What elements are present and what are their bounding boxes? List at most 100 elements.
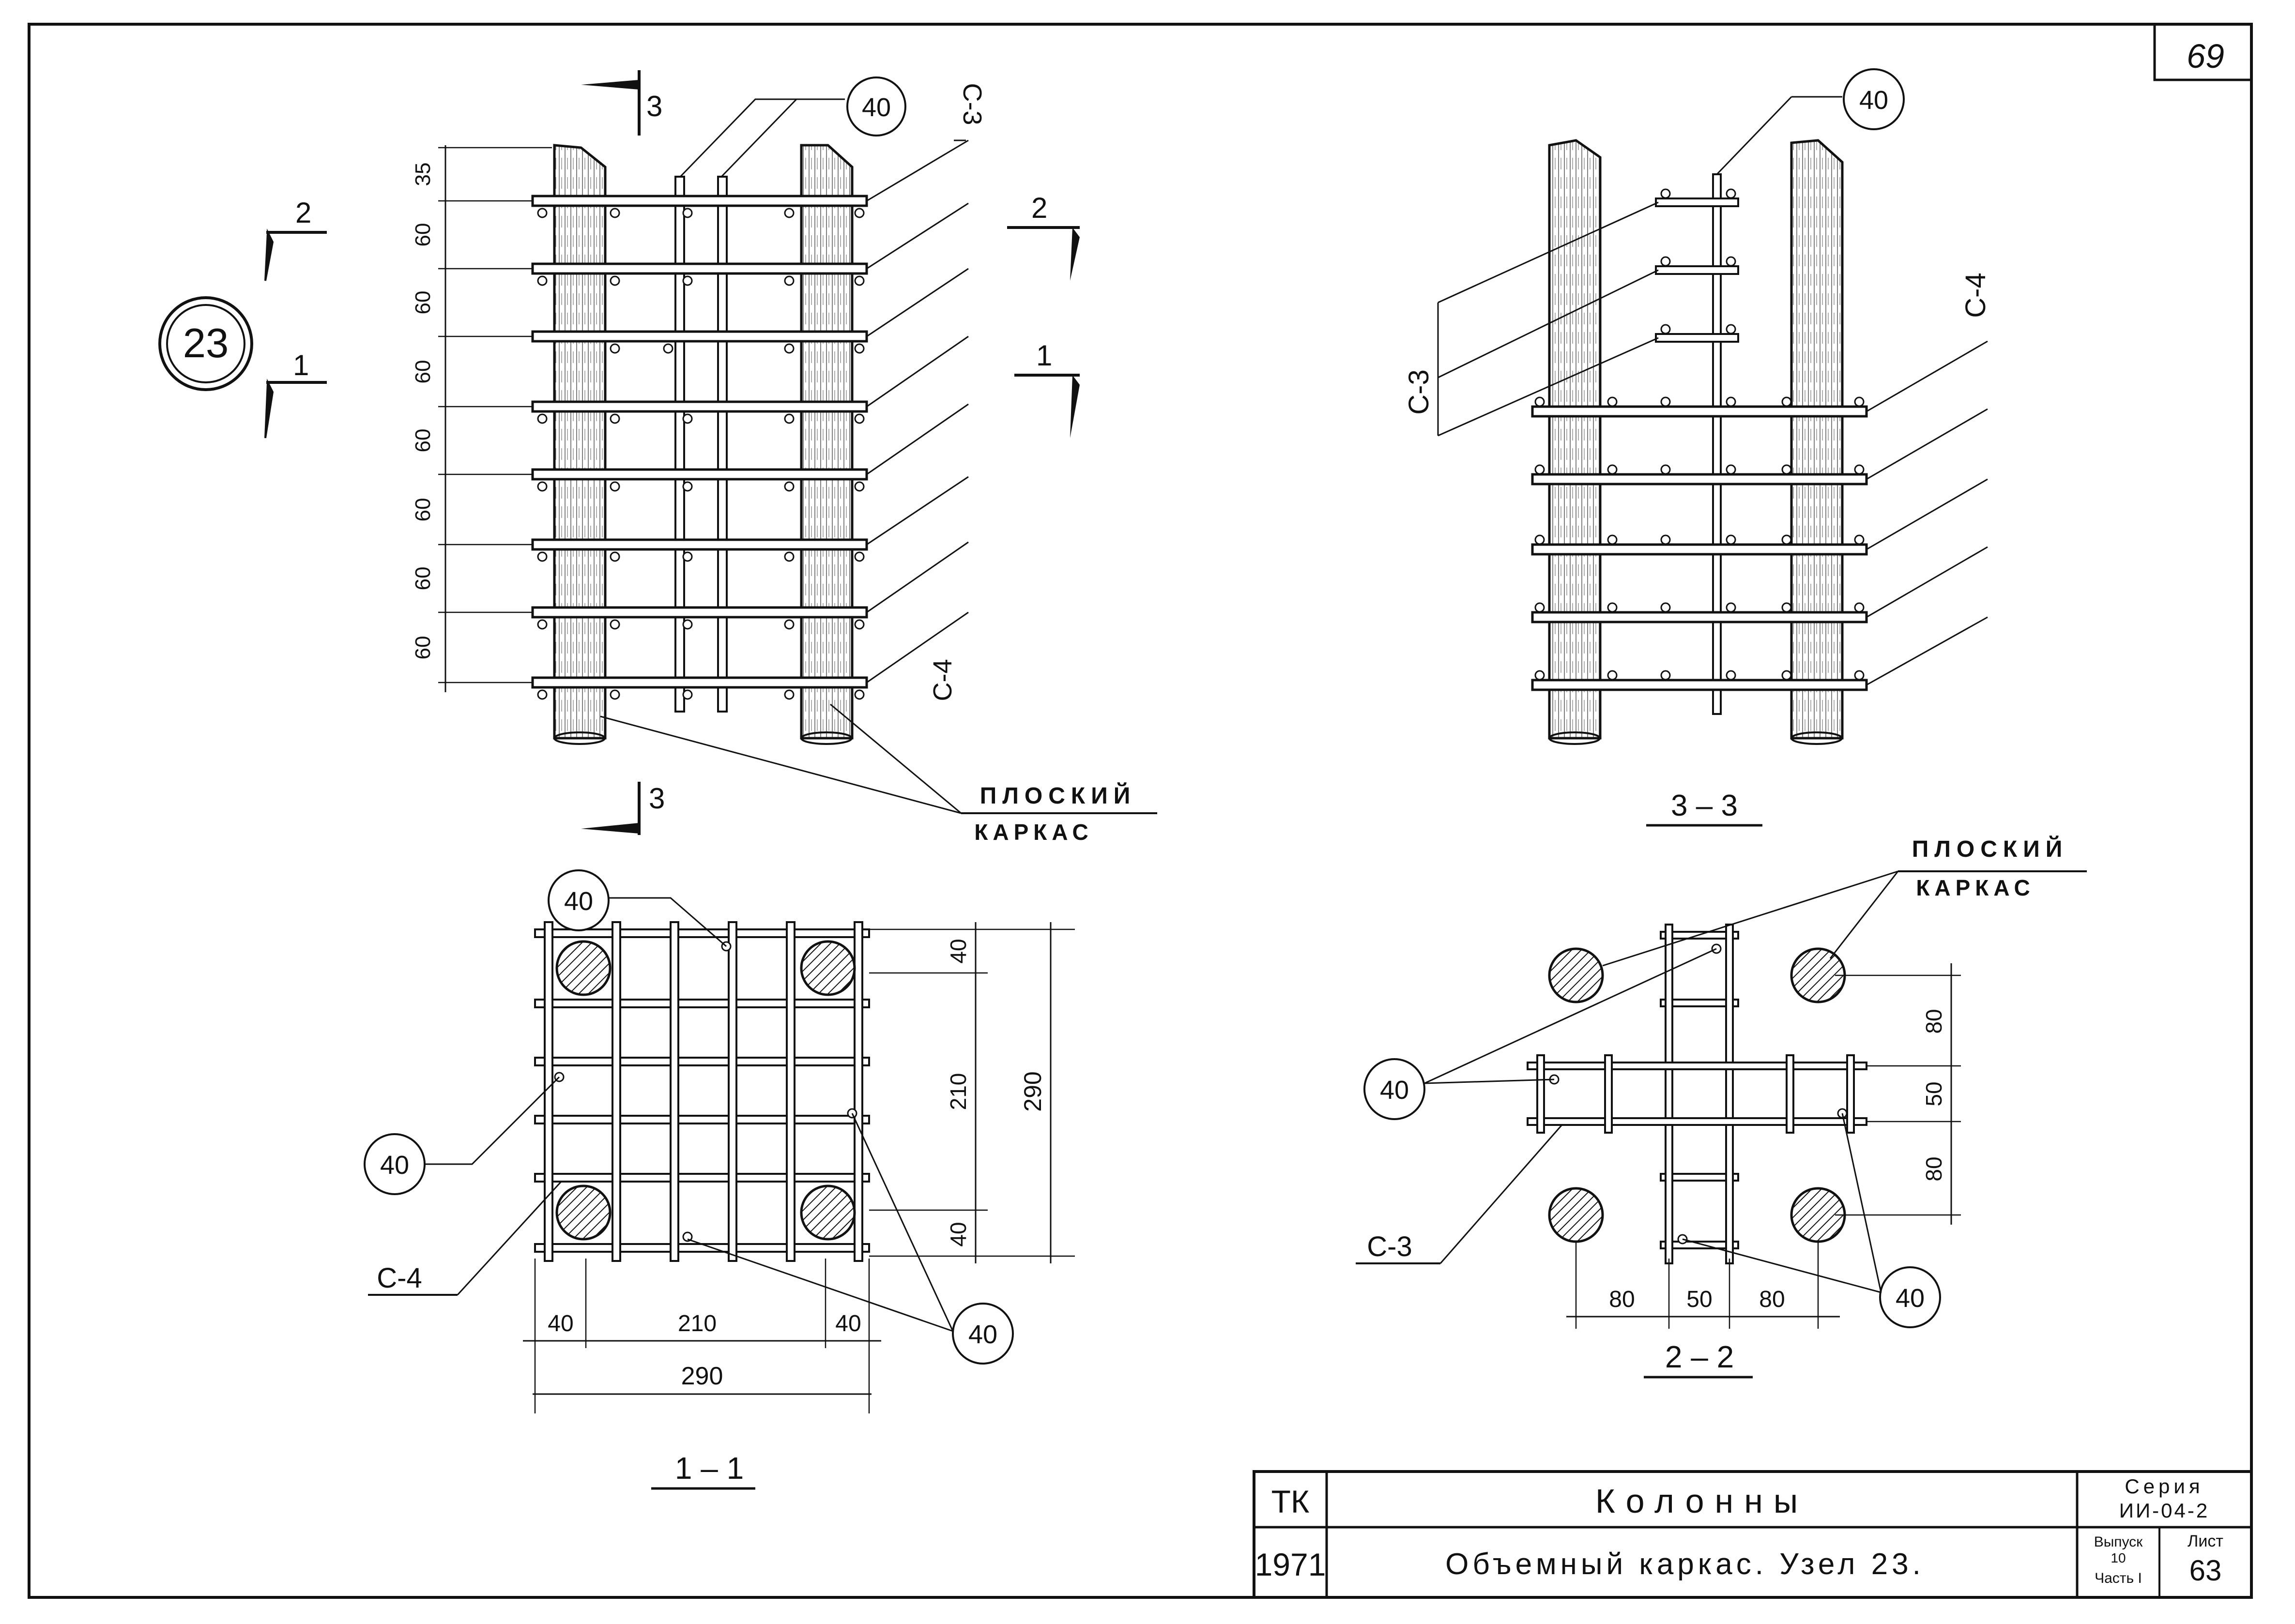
svg-text:80: 80 xyxy=(1921,1156,1946,1181)
svg-text:2: 2 xyxy=(1031,192,1047,224)
bar-tag-callout-3-3: 40 xyxy=(1716,68,1905,175)
bar-tag-callout-top-1-1: 40 xyxy=(548,869,727,947)
svg-text:80: 80 xyxy=(1759,1287,1785,1312)
sheet-value: 63 xyxy=(2189,1554,2222,1587)
svg-text:210: 210 xyxy=(678,1311,717,1336)
sheet-border xyxy=(28,23,2253,1599)
spacing-dimensions: 35 60 60 60 60 60 60 60 xyxy=(411,145,552,692)
svg-text:40: 40 xyxy=(946,939,971,963)
svg-text:40: 40 xyxy=(380,1151,409,1180)
svg-text:3 – 3: 3 – 3 xyxy=(1671,789,1738,822)
part-label: Часть I xyxy=(2095,1570,2142,1586)
mesh-label-bottom: С-4 xyxy=(928,659,957,701)
mesh-label-right-3-3: С-4 xyxy=(1960,273,1991,318)
series-value: ИИ-04-2 xyxy=(2119,1499,2209,1522)
flat-frame-label: ПЛОСКИЙ КАРКАС xyxy=(600,703,1157,845)
svg-text:50: 50 xyxy=(1686,1287,1712,1312)
section-3-3-title: 3 – 3 xyxy=(1646,789,1762,827)
svg-text:60: 60 xyxy=(411,291,435,315)
bar-tag-callout: 40 xyxy=(679,76,906,178)
svg-text:60: 60 xyxy=(411,636,435,660)
svg-text:ПЛОСКИЙ: ПЛОСКИЙ xyxy=(980,782,1136,809)
bar-tag-callout-right-2-2: 40 xyxy=(1682,1113,1941,1328)
short-bars-3-3 xyxy=(1655,197,1739,343)
bar-tag-callout-right-1-1: 40 xyxy=(687,1113,1014,1365)
center-bar-3-3 xyxy=(1712,173,1722,715)
section-mark-1-right: 1 xyxy=(1014,339,1080,438)
section-mark-1-left: 1 xyxy=(264,349,327,439)
svg-text:60: 60 xyxy=(411,429,435,453)
svg-text:С-3: С-3 xyxy=(1367,1231,1412,1262)
mesh-label-left-3-3: С-3 xyxy=(1403,369,1435,414)
side-dimensions-2-2: 80 50 80 xyxy=(1835,963,1961,1225)
hatched-columns-1-1 xyxy=(555,940,856,1241)
sheet-label: Лист xyxy=(2188,1532,2223,1550)
title-block-year: 1971 xyxy=(1255,1547,1326,1582)
vertical-frame-2-2 xyxy=(1660,924,1739,1264)
bottom-dimensions-1-1: 40 210 40 290 xyxy=(523,1259,881,1413)
svg-text:КАРКАС: КАРКАС xyxy=(1916,875,2035,900)
section-mark-3-top: 3 xyxy=(581,70,662,136)
elevation-view: 3 3 2 1 xyxy=(411,70,1157,845)
svg-text:35: 35 xyxy=(411,163,435,186)
svg-text:2 – 2: 2 – 2 xyxy=(1665,1339,1734,1374)
svg-text:40: 40 xyxy=(835,1311,861,1336)
middle-bar-right xyxy=(717,176,728,713)
svg-text:ПЛОСКИЙ: ПЛОСКИЙ xyxy=(1912,835,2068,862)
section-2-2: ПЛОСКИЙ КАРКАС 40 40 С-3 xyxy=(1356,835,2087,1379)
svg-text:60: 60 xyxy=(411,223,435,247)
column-left-3-3 xyxy=(1548,139,1602,745)
mesh-label-top: С-3 xyxy=(958,83,987,125)
svg-text:40: 40 xyxy=(1859,86,1888,115)
svg-text:1: 1 xyxy=(293,349,309,381)
corner-number-box: 69 xyxy=(2153,24,2251,81)
mesh-leaders: С-3 С-4 xyxy=(866,83,987,701)
bar-ends-3-3 xyxy=(1534,188,1865,681)
svg-text:290: 290 xyxy=(681,1362,723,1390)
section-3-3: 40 С-3 С-4 3 – 3 xyxy=(1403,68,1991,827)
bar-tag: 40 xyxy=(862,93,891,122)
svg-text:40: 40 xyxy=(1380,1076,1409,1105)
svg-text:С-4: С-4 xyxy=(377,1262,422,1294)
svg-text:60: 60 xyxy=(411,360,435,384)
grid-vertical-bars-1-1 xyxy=(544,921,863,1262)
node-number: 23 xyxy=(183,320,229,366)
corner-number: 69 xyxy=(2187,37,2224,75)
column-right xyxy=(800,144,854,745)
mesh-label-2-2: С-3 xyxy=(1356,1125,1562,1264)
title-block-code: ТК xyxy=(1271,1484,1310,1519)
svg-text:40: 40 xyxy=(1896,1284,1925,1313)
svg-text:1 – 1: 1 – 1 xyxy=(675,1451,744,1486)
section-mark-3-bottom: 3 xyxy=(581,782,665,835)
side-dimensions-1-1: 40 210 40 290 xyxy=(869,922,1075,1263)
svg-text:210: 210 xyxy=(946,1073,971,1110)
svg-text:80: 80 xyxy=(1921,1009,1946,1033)
node-marker: 23 xyxy=(158,296,253,391)
issue-label: Выпуск xyxy=(2094,1534,2143,1550)
bar-tag-callout-left-1-1: 40 xyxy=(364,1076,560,1195)
flat-frame-label-2-2: ПЛОСКИЙ КАРКАС xyxy=(1602,835,2087,967)
column-left xyxy=(553,144,607,745)
svg-text:2: 2 xyxy=(295,197,311,229)
svg-text:50: 50 xyxy=(1921,1081,1946,1106)
bar-ends xyxy=(537,208,865,700)
mesh-leaders-3-3: С-3 С-4 xyxy=(1403,201,1991,686)
svg-text:1: 1 xyxy=(1036,339,1052,372)
hatched-columns-2-2 xyxy=(1548,947,1846,1243)
svg-text:40: 40 xyxy=(564,887,593,916)
svg-text:40: 40 xyxy=(946,1222,971,1246)
svg-text:3: 3 xyxy=(649,782,665,815)
svg-text:40: 40 xyxy=(968,1320,997,1349)
horizontal-frame-2-2 xyxy=(1527,1054,1867,1134)
title-block-title: Колонны xyxy=(1595,1482,1808,1520)
bar-tag-callout-left-2-2: 40 xyxy=(1363,948,1717,1120)
svg-text:3: 3 xyxy=(646,90,662,122)
section-1-1-title: 1 – 1 xyxy=(651,1451,755,1490)
section-mark-2-right: 2 xyxy=(1007,192,1080,281)
svg-text:80: 80 xyxy=(1609,1287,1635,1312)
svg-text:60: 60 xyxy=(411,498,435,522)
svg-text:60: 60 xyxy=(411,567,435,591)
middle-bar-left xyxy=(674,176,685,713)
svg-text:290: 290 xyxy=(1019,1071,1046,1111)
